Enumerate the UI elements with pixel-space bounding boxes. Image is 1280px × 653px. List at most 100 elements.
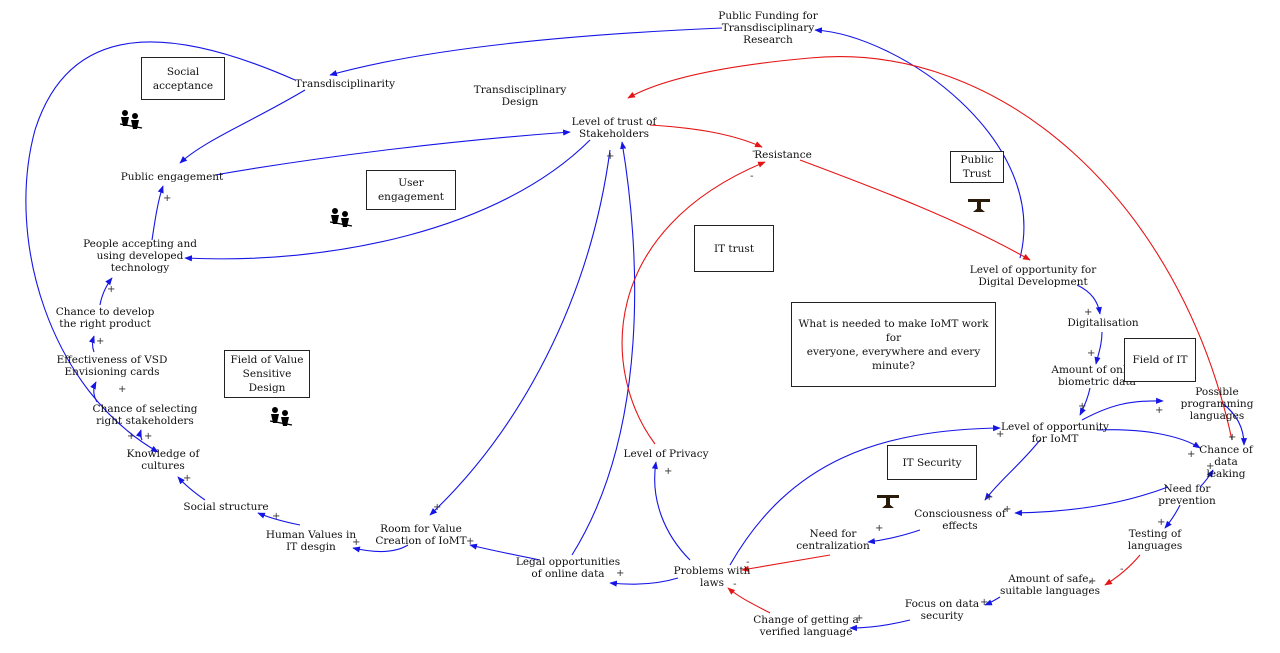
link-legal-room [469,543,541,561]
polarity-plus: + [127,431,136,442]
polarity-plus: + [1187,449,1196,460]
people-group-icon [269,407,293,426]
link-legal-trust [571,141,636,556]
var-level-of-trust: Level of trust of Stakeholders [571,116,657,140]
link-selecting-effectiveness [90,381,98,403]
var-transdisciplinarity: Transdisciplinarity [294,78,396,90]
link-resistance-digital [799,159,1031,261]
link-problems-legal [609,577,679,587]
link-focus-change [849,619,911,632]
polarity-minus: - [750,171,754,182]
polarity-plus: + [1157,517,1166,528]
link-trust-room [429,149,611,516]
polarity-plus: + [664,466,673,477]
var-knowledge-cultures: Knowledge of cultures [126,448,200,472]
polarity-minus: - [746,557,750,568]
var-focus-security: Focus on data security [904,598,980,622]
box-field-vsd: Field of Value Sensitive Design [224,350,310,398]
polarity-plus: + [96,336,105,347]
var-need-prevention: Need for prevention [1158,483,1216,507]
polarity-plus: + [352,537,361,548]
link-funding-transdisciplinarity [329,27,723,77]
link-transdisciplinarity-knowledge [25,41,296,453]
box-it-trust: IT trust [694,225,774,272]
polarity-plus: + [466,536,475,547]
box-public-trust: Public Trust [950,151,1004,183]
polarity-plus: + [163,193,172,204]
link-leaking-prevention [1199,469,1214,488]
var-possible-programming: Possible programming languages [1180,386,1254,422]
var-chance-develop: Chance to develop the right product [55,306,155,330]
link-knowledge-selecting [135,429,143,441]
var-people-accepting: People accepting and using developed tec… [83,238,197,274]
polarity-plus: + [1087,348,1096,359]
link-problems-iomt [729,425,1001,566]
link-programming-leaking [1221,402,1248,446]
link-human-social [257,512,301,526]
polarity-plus: + [433,502,442,513]
polarity-plus: + [272,511,281,522]
polarity-plus: + [1078,401,1087,412]
var-change-verified: Change of getting a verified language [753,614,859,638]
var-effectiveness-vsd: Effectiveness of VSD Envisioning cards [56,354,168,378]
link-iomt-leaking [1096,429,1201,449]
link-biometric-iomt [1079,387,1091,416]
link-leaking-trust [627,56,1233,441]
var-public-funding: Public Funding for Transdisciplinary Res… [718,10,818,46]
polarity-plus: + [1228,432,1237,443]
var-level-privacy: Level of Privacy [623,448,709,460]
box-it-security: IT Security [887,445,977,480]
polarity-plus: + [985,492,994,503]
polarity-plus: + [1206,461,1215,472]
link-testing-amount [1104,554,1141,586]
link-trust-people [184,139,591,262]
var-chance-leaking: Chance of data leaking [1199,444,1253,480]
box-user-engagement: User engagement [366,170,456,210]
link-amount-focus [984,596,1001,606]
link-social-knowledge [177,476,206,501]
var-amount-safe: Amount of safe, suitable languages [999,573,1101,597]
polarity-plus: + [875,523,884,534]
box-question: What is needed to make IoMT work for eve… [791,302,996,387]
polarity-plus: + [996,429,1005,440]
polarity-plus: + [107,284,116,295]
link-centralization-problems [741,554,831,572]
polarity-plus: + [1155,405,1164,416]
link-prevention-consciousness [1014,486,1169,516]
var-transdisciplinary-design: Transdisciplinary Design [473,84,567,108]
var-public-engagement: Public engagement [120,171,224,183]
var-opportunity-digital: Level of opportunity for Digital Develop… [969,264,1097,288]
people-group-icon [329,208,353,227]
var-testing-languages: Testing of languages [1127,528,1183,552]
var-digitalisation: Digitalisation [1067,317,1139,329]
link-problems-privacy [651,461,691,561]
polarity-minus: - [733,579,737,590]
link-iomt-consciousness [984,439,1041,501]
polarity-plus: + [606,151,615,162]
polarity-plus: + [616,568,625,579]
balance-scale-icon [968,199,990,212]
polarity-plus: + [1084,307,1093,318]
polarity-plus: + [144,431,153,442]
link-chance-people [99,277,113,306]
link-transdisciplinarity-engagement [179,89,306,164]
polarity-minus: - [752,146,756,157]
polarity-plus: + [1088,576,1097,587]
var-need-centralization: Need for centralization [796,528,870,552]
var-opportunity-iomt: Level of opportunity for IoMT [1001,421,1109,445]
var-legal-opportunities: Legal opportunities of online data [515,556,621,580]
var-consciousness-effects: Consciousness of effects [914,508,1006,532]
var-chance-selecting: Chance of selecting right stakeholders [92,403,198,427]
link-people-engagement [151,185,164,241]
polarity-minus: - [1120,564,1124,575]
polarity-plus: + [1003,504,1012,515]
balance-scale-icon [877,495,899,508]
link-trust-resistance [649,124,763,148]
link-digital-digitalisation [1076,284,1102,315]
link-engagement-trust [214,129,571,176]
var-room-value: Room for Value Creation of IoMT [375,523,467,547]
link-change-problems [727,587,771,614]
link-digitalisation-biometric [1094,331,1103,365]
